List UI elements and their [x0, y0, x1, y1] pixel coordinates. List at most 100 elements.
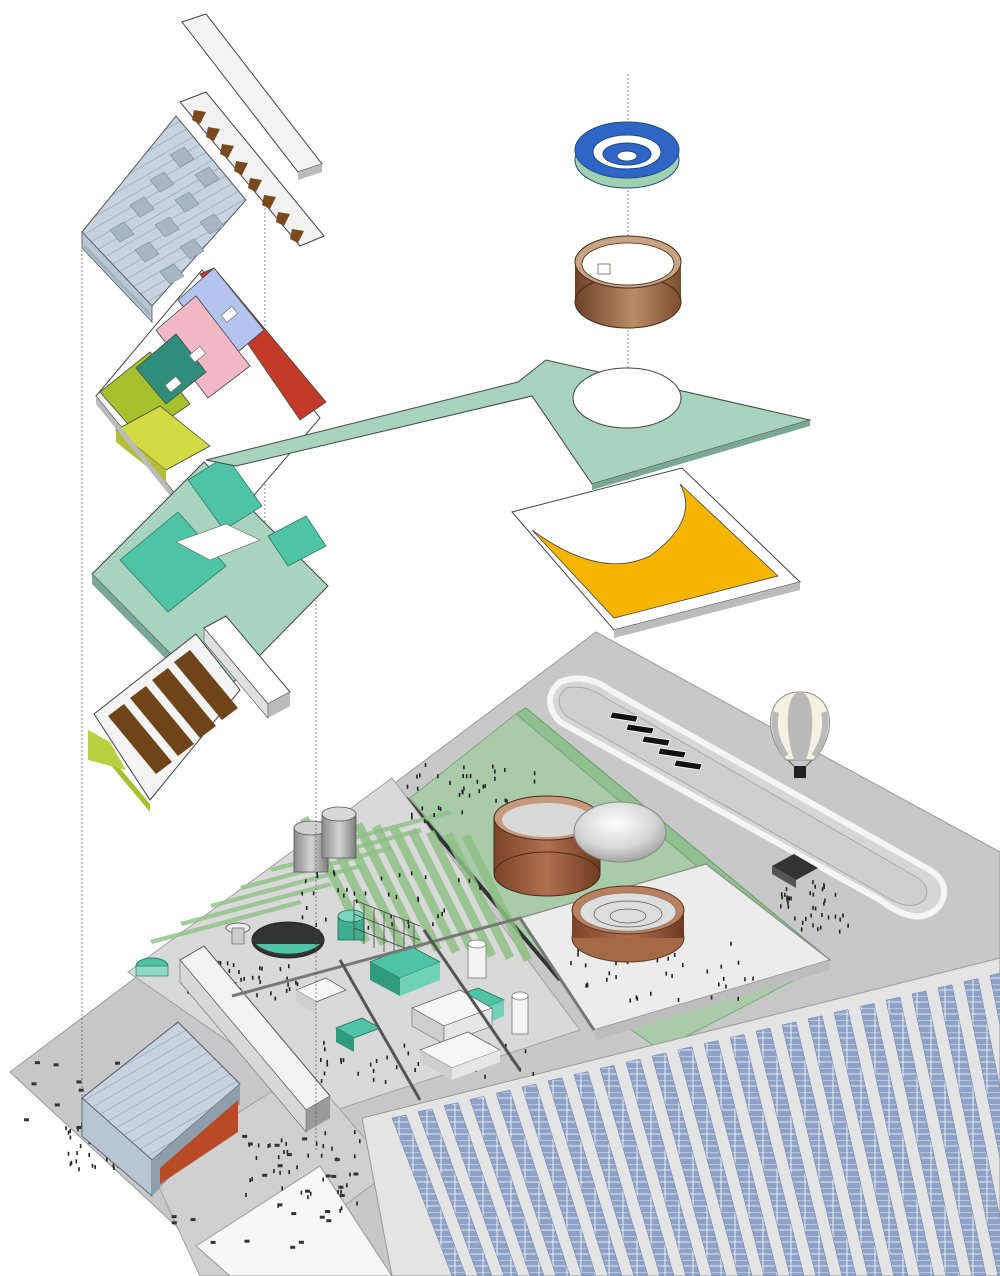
- person: [285, 988, 288, 993]
- person: [281, 1186, 283, 1191]
- ceiling-strip: [276, 212, 290, 226]
- person: [77, 1127, 79, 1132]
- person: [585, 983, 587, 988]
- person: [482, 784, 485, 789]
- car: [286, 1153, 292, 1157]
- person: [106, 1157, 108, 1162]
- person: [424, 763, 427, 767]
- person: [706, 969, 709, 974]
- ceiling-strip: [220, 144, 234, 158]
- person: [340, 1059, 342, 1064]
- person: [398, 873, 401, 878]
- person: [817, 927, 819, 932]
- person: [395, 1065, 398, 1070]
- green-strip: [462, 834, 532, 962]
- person: [279, 1170, 281, 1175]
- roof-block: [149, 171, 175, 193]
- car: [325, 1174, 331, 1178]
- roof-block: [109, 221, 135, 243]
- person: [608, 971, 611, 976]
- person: [372, 1077, 375, 1082]
- person: [300, 1190, 303, 1195]
- person: [337, 888, 339, 893]
- car: [171, 1215, 177, 1219]
- solar-row: [443, 1102, 519, 1276]
- person: [814, 884, 816, 889]
- car: [242, 1134, 248, 1138]
- ceiling-strip: [290, 229, 304, 243]
- person: [390, 914, 392, 919]
- person: [324, 1131, 327, 1136]
- person: [322, 1177, 324, 1182]
- person: [433, 813, 435, 817]
- roof-block: [169, 146, 195, 168]
- person: [307, 1195, 309, 1200]
- person: [323, 1040, 325, 1045]
- person: [340, 1206, 343, 1211]
- person: [461, 810, 463, 815]
- site-base: [9, 631, 1000, 1276]
- person: [780, 892, 783, 897]
- upper-program-floor: [95, 267, 327, 550]
- roof-block: [154, 216, 180, 238]
- person: [725, 984, 727, 989]
- solar-row: [807, 1015, 883, 1276]
- long-bar-building: [179, 945, 331, 1133]
- person: [331, 1146, 333, 1151]
- person: [437, 914, 439, 919]
- person: [484, 1074, 486, 1079]
- person: [256, 993, 258, 998]
- person: [75, 1159, 78, 1164]
- ground-floor-strip: [152, 668, 216, 738]
- person: [834, 892, 837, 897]
- person: [416, 774, 418, 779]
- solar-row: [625, 1058, 701, 1276]
- person: [359, 1139, 361, 1144]
- person: [838, 929, 841, 934]
- ceiling-strip: [262, 195, 276, 209]
- person: [710, 995, 713, 1000]
- car: [277, 1164, 283, 1168]
- person: [465, 774, 468, 779]
- person: [410, 871, 413, 876]
- person: [387, 892, 390, 897]
- person: [524, 1049, 527, 1054]
- roof-block: [194, 166, 220, 188]
- oval-dome: [573, 801, 667, 863]
- person: [286, 1150, 289, 1154]
- person: [484, 784, 486, 789]
- roof-block: [199, 213, 225, 235]
- roof-block: [134, 241, 160, 263]
- person: [320, 1058, 322, 1062]
- elevated-walkway-plate: [205, 359, 812, 490]
- person: [737, 960, 740, 965]
- ceiling-frame: [179, 91, 325, 247]
- person: [251, 1177, 253, 1182]
- person: [722, 976, 725, 981]
- person: [301, 891, 303, 896]
- person: [238, 970, 240, 974]
- curved-yellow-deck: [511, 467, 801, 638]
- car: [76, 1080, 82, 1084]
- person: [584, 963, 587, 968]
- person: [384, 1079, 387, 1084]
- car: [302, 1137, 308, 1141]
- person: [228, 968, 231, 973]
- person: [805, 917, 807, 921]
- person: [458, 878, 460, 883]
- car: [319, 1215, 325, 1219]
- pipe-line: [422, 929, 522, 1071]
- person: [65, 1126, 67, 1131]
- person: [357, 1071, 359, 1076]
- roof-block: [179, 238, 205, 260]
- white-silo: [467, 939, 529, 1035]
- water-tower: [225, 922, 251, 945]
- person: [346, 1183, 348, 1188]
- bus: [673, 759, 703, 771]
- person: [340, 1189, 342, 1194]
- person: [411, 815, 413, 820]
- person: [339, 1208, 341, 1213]
- person: [812, 880, 814, 885]
